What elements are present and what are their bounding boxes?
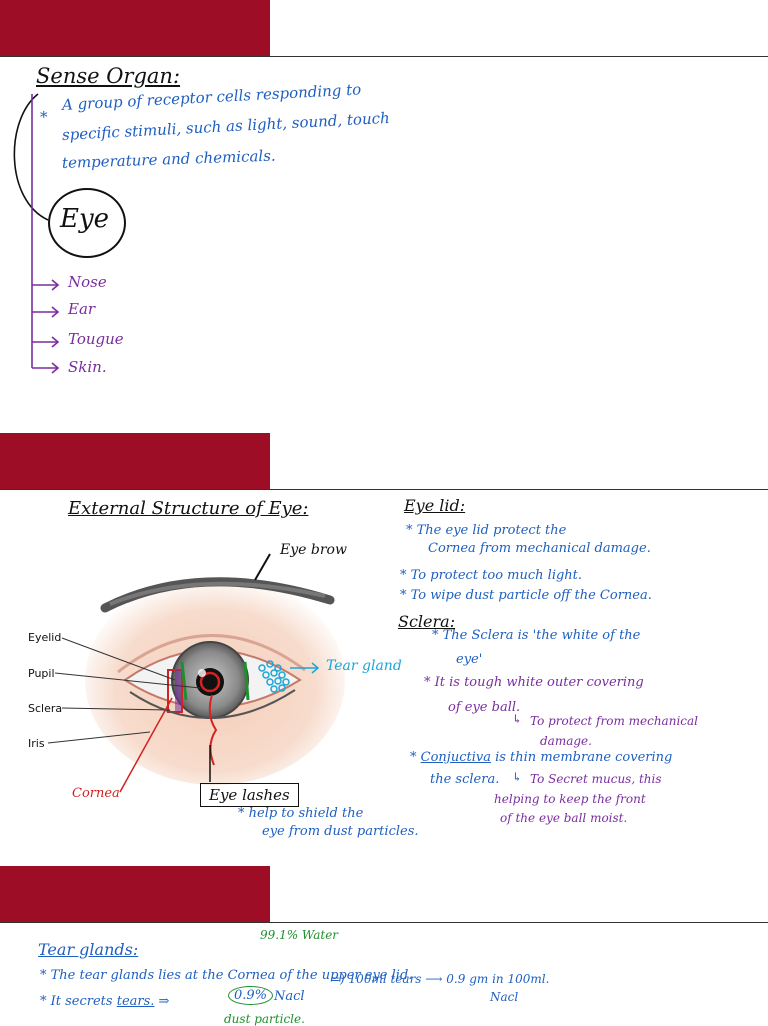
label-eyebrow: Eye brow — [280, 542, 347, 558]
organ-skin: Skin. — [68, 358, 107, 376]
water-percentage: 99.1% Water — [260, 928, 339, 942]
nacl-percentage: 0.9% — [228, 986, 274, 1005]
sense-organ-tree — [13, 93, 60, 374]
tear-glands-title: Tear glands: — [38, 940, 139, 959]
label-sclera: Sclera — [28, 702, 63, 715]
section-header-bar — [0, 866, 270, 923]
divider — [0, 922, 768, 923]
dust-particle: dust particle. — [224, 1012, 305, 1026]
bullet-mark: * — [40, 108, 48, 126]
sclera-purpose-2: damage. — [540, 734, 592, 748]
sclera-point-1b: eye' — [456, 652, 483, 667]
sense-organ-title: Sense Organ: — [36, 64, 181, 88]
tear-glands-line-2: * It secrets tears. ⇒ — [40, 994, 170, 1009]
divider — [0, 489, 768, 490]
eyelid-point-1: * The eye lid protect the — [406, 523, 567, 538]
conjuctiva-arrow: ↳ — [512, 770, 523, 784]
conjuctiva-line-2: the sclera. — [430, 772, 500, 787]
label-eyelashes: Eye lashes — [200, 783, 299, 807]
eyelashes-note-1: * help to shield the — [238, 806, 364, 821]
main-organ-eye: Eye — [60, 204, 110, 234]
sclera-heading: Sclera: — [398, 612, 456, 631]
conjuctiva-line-1: * Conjuctiva is thin membrane covering — [410, 750, 673, 765]
nacl-ratio-unit: Nacl — [490, 990, 519, 1004]
label-eyelid: Eyelid — [28, 631, 62, 644]
section-header-bar — [0, 0, 270, 57]
sclera-arrow: ↳ — [512, 712, 523, 726]
sclera-purpose: To protect from mechanical — [530, 714, 698, 728]
organ-ear: Ear — [68, 300, 96, 318]
eyelid-heading: Eye lid: — [404, 496, 466, 515]
label-iris: Iris — [28, 737, 45, 750]
secrets-prefix: * It secrets — [40, 994, 113, 1009]
organ-nose: Nose — [68, 273, 107, 291]
tears-word: tears. — [116, 994, 155, 1009]
conjuctiva-text1: is thin membrane covering — [495, 750, 673, 765]
eyelid-point-2: * To protect too much light. — [400, 568, 583, 583]
eyelashes-note-2: eye from dust particles. — [262, 824, 419, 839]
label-pupil: Pupil — [28, 667, 55, 680]
eyelid-point-3: * To wipe dust particle off the Cornea. — [400, 588, 652, 603]
section-header-bar — [0, 433, 270, 490]
organ-tongue: Tougue — [68, 330, 124, 348]
nacl-ratio: =) 100ml tears ⟶ 0.9 gm in 100ml. — [330, 972, 550, 986]
conjuctiva-note-1: To Secret mucus, this — [530, 772, 662, 786]
label-tear-gland: Tear gland — [326, 658, 402, 674]
tear-glands-line-1: * The tear glands lies at the Cornea of … — [40, 968, 413, 983]
sclera-point-1: * The Sclera is 'the white of the — [432, 628, 641, 643]
external-structure-title: External Structure of Eye: — [68, 498, 309, 519]
conjuctiva-term: Conjuctiva — [420, 750, 491, 765]
label-pointers — [47, 553, 320, 793]
divider — [0, 56, 768, 57]
sclera-point-2b: of eye ball. — [448, 700, 521, 715]
conjuctiva-note-2: helping to keep the front — [494, 792, 646, 806]
eye-circle — [48, 188, 126, 258]
label-cornea: Cornea — [72, 786, 120, 801]
sclera-point-2: * It is tough white outer covering — [424, 675, 644, 690]
eyelid-point-1b: Cornea from mechanical damage. — [428, 541, 651, 556]
conjuctiva-note-3: of the eye ball moist. — [500, 811, 628, 825]
nacl-label: Nacl — [274, 989, 305, 1004]
